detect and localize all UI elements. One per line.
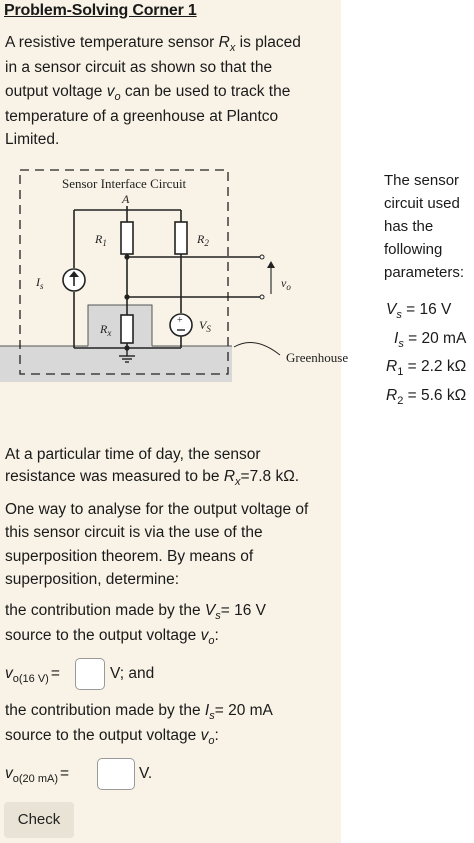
question-1-line-2: source to the output voltage vo:: [5, 627, 219, 647]
answer-2-label: vo(20 mA)=: [5, 765, 70, 785]
rx-label: Rx: [99, 322, 111, 338]
is-arrow-head: [69, 271, 79, 277]
superposition-line-1: One way to analyse for the output voltag…: [5, 501, 309, 518]
r1-label: R1: [94, 232, 107, 248]
param-vs: Vs = 16 V: [386, 301, 452, 321]
vo-label: vo: [281, 276, 291, 292]
page-title: Problem-Solving Corner 1: [4, 2, 197, 19]
question-2-line-2: source to the output voltage vo:: [5, 727, 219, 747]
question-1-line-1: the contribution made by the Vs= 16 V: [5, 602, 267, 622]
greenhouse-ground: [0, 346, 232, 382]
answer-2-input[interactable]: [97, 758, 135, 790]
superposition-line-2: this sensor circuit is via the use of th…: [5, 524, 263, 541]
question-2-line-1: the contribution made by the Is= 20 mA: [5, 702, 273, 722]
intro-line-1: A resistive temperature sensor Rx is pla…: [5, 34, 301, 54]
circuit-diagram: Sensor Interface Circuit A Is R1 Rx R2 +…: [0, 169, 348, 382]
greenhouse-block: [87, 304, 153, 346]
check-button[interactable]: Check: [4, 802, 74, 838]
answer-1-input[interactable]: [75, 658, 105, 690]
intro-line-2: in a sensor circuit as shown so that the: [5, 59, 273, 76]
intro-line-5: Limited.: [5, 131, 60, 148]
vo-terminal-bottom: [259, 294, 265, 300]
r2-resistor: [174, 221, 188, 255]
measure-line-1: At a particular time of day, the sensor: [5, 446, 261, 463]
intro-line-4: temperature of a greenhouse at Plantco: [5, 108, 279, 125]
vo-terminal-top: [259, 254, 265, 260]
answer-1-unit: V; and: [110, 665, 155, 682]
box-title: Sensor Interface Circuit: [62, 176, 187, 191]
r2-label: R2: [196, 232, 209, 248]
answer-2-unit: V.: [139, 765, 153, 782]
vo-arrow-head: [267, 261, 275, 268]
superposition-line-3: superposition theorem. By means of: [5, 548, 254, 565]
node-a-label: A: [121, 192, 130, 206]
superposition-line-4: superposition, determine:: [5, 571, 180, 588]
rx-resistor: [120, 314, 134, 344]
vs-plus: +: [177, 315, 183, 326]
vs-label: VS: [199, 318, 211, 334]
measure-line-2: resistance was measured to be Rx=7.8 kΩ.: [5, 468, 300, 488]
param-is: Is = 20 mA: [394, 330, 467, 350]
is-label: Is: [35, 275, 44, 291]
r1-resistor: [120, 221, 134, 255]
param-r1: R1 = 2.2 kΩ: [386, 358, 467, 378]
interface-box: [19, 169, 229, 375]
greenhouse-label: Greenhouse: [286, 350, 348, 365]
question-panel: [0, 0, 341, 843]
answer-1-label: vo(16 V)=: [5, 665, 60, 685]
params-intro: The sensor circuit used has the followin…: [384, 172, 465, 281]
intro-line-3: output voltage vo can be used to track t…: [5, 83, 291, 103]
param-r2: R2 = 5.6 kΩ: [386, 387, 467, 407]
greenhouse-leader: [233, 342, 281, 356]
